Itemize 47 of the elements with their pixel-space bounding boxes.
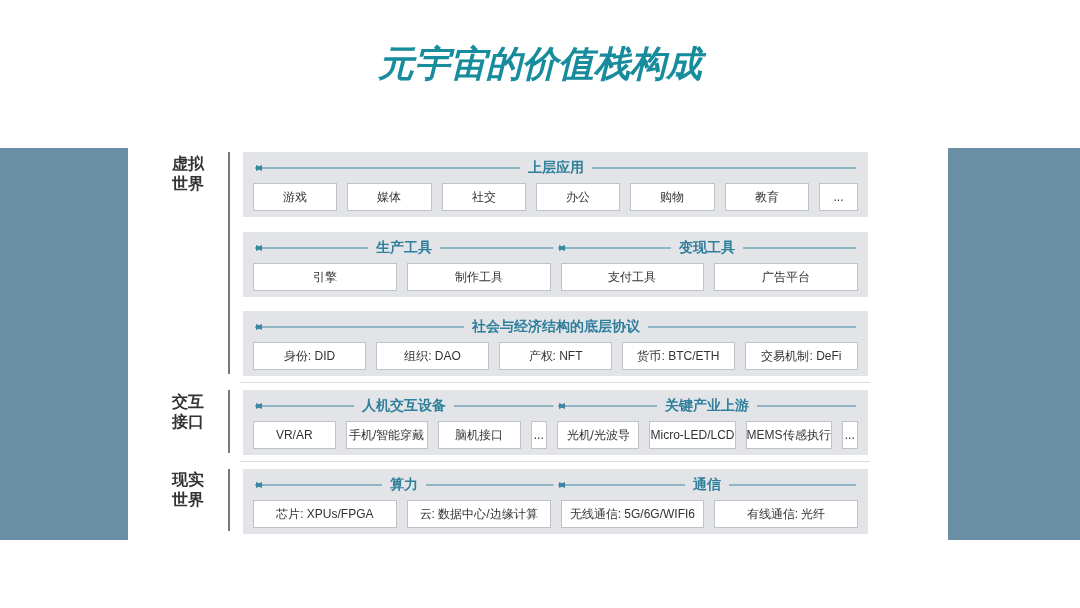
category-box: VR/AR <box>253 421 336 449</box>
category-box: 手机/智能穿戴 <box>345 421 428 449</box>
category-box: ... <box>530 421 547 449</box>
category-box: 云: 数据中心/边缘计算 <box>406 500 551 528</box>
category-box: 身份: DID <box>253 342 366 370</box>
category-box: 货币: BTC/ETH <box>622 342 735 370</box>
category-box: 无线通信: 5G/6G/WIFI6 <box>560 500 705 528</box>
layer-group-label: 现实世界 <box>172 470 205 510</box>
layer-heading: 通信 <box>684 476 729 494</box>
layer-heading: 人机交互设备 <box>354 397 455 415</box>
category-box: 组织: DAO <box>376 342 489 370</box>
layer-group-label: 虚拟世界 <box>172 154 205 194</box>
layer-panel <box>243 152 868 217</box>
category-box: 教育 <box>724 183 809 211</box>
layer-heading: 生产工具 <box>368 239 441 257</box>
category-box: 引擎 <box>253 263 397 291</box>
layer-panel <box>243 390 868 455</box>
layer-panel <box>243 311 868 376</box>
category-box: 游戏 <box>253 183 338 211</box>
layer-heading: 社会与经济结构的底层协议 <box>463 318 648 336</box>
layer-panel <box>243 232 868 297</box>
category-box: 产权: NFT <box>499 342 612 370</box>
category-box: 社交 <box>441 183 526 211</box>
category-box: Micro-LED/LCD <box>649 421 736 449</box>
category-box: 有线通信: 光纤 <box>714 500 858 528</box>
category-box: 芯片: XPUs/FPGA <box>253 500 397 528</box>
side-band <box>0 148 128 540</box>
category-box: 购物 <box>630 183 715 211</box>
layer-heading: 关键产业上游 <box>656 397 757 415</box>
layer-heading: 变现工具 <box>670 239 743 257</box>
layer-heading: 上层应用 <box>519 159 592 177</box>
category-box: 脑机接口 <box>438 421 521 449</box>
category-box: 交易机制: DeFi <box>745 342 858 370</box>
category-box: 广告平台 <box>714 263 858 291</box>
side-band <box>948 148 1080 540</box>
category-box: 光机/光波导 <box>557 421 640 449</box>
category-box: MEMS传感执行 <box>745 421 832 449</box>
category-box: 媒体 <box>347 183 432 211</box>
layer-panel <box>243 469 868 534</box>
layer-group-label: 交互接口 <box>172 392 205 432</box>
category-box: ... <box>841 421 858 449</box>
category-box: 办公 <box>536 183 621 211</box>
category-box: 支付工具 <box>560 263 705 291</box>
title: 元宇宙的价值栈构成 <box>0 40 1080 89</box>
category-box: 制作工具 <box>406 263 551 291</box>
category-box: ... <box>818 183 858 211</box>
layer-heading: 算力 <box>382 476 427 494</box>
